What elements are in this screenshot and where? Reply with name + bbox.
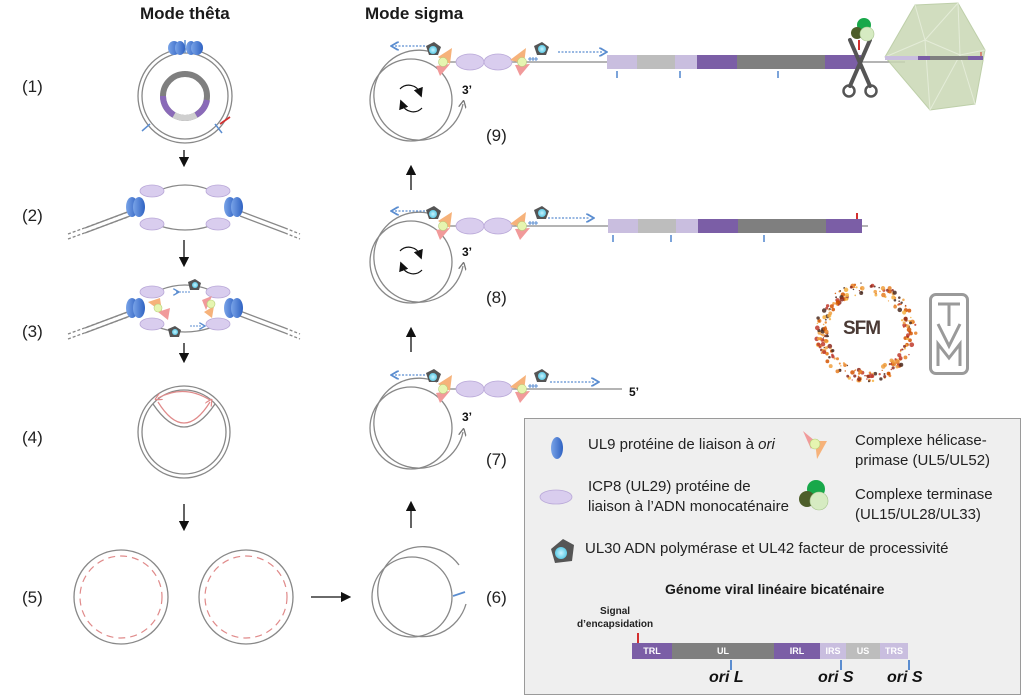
step-label-2: (2)	[22, 206, 43, 225]
step8-concatemer-strand	[608, 213, 862, 242]
strand-segment	[825, 55, 861, 69]
tvm-letter-m	[936, 339, 962, 366]
three-prime-label-7: 3’	[462, 410, 473, 424]
step6-nicked-circle	[371, 546, 467, 638]
three-prime-label-9: 3’	[462, 83, 473, 97]
three-prime-label-8: 3’	[462, 245, 473, 259]
scissors-icon	[842, 38, 878, 98]
polymerase-top	[188, 279, 201, 290]
icp8-icon	[455, 217, 485, 235]
strand-segment	[675, 55, 697, 69]
genome-segment-us: US	[846, 643, 880, 659]
strand-segment	[676, 219, 698, 233]
helicase-primase-icon	[803, 431, 827, 459]
legend-panel: UL9 protéine de liaison à ori ICP8 (UL29…	[524, 418, 1021, 695]
strand-segment	[607, 55, 637, 69]
strand-segment	[697, 55, 737, 69]
genome-title: Génome viral linéaire bicaténaire	[665, 581, 885, 597]
strand-segment	[698, 219, 738, 233]
replication-machinery	[426, 42, 549, 403]
legend-helicase: Complexe hélicase- primase (UL5/UL52)	[855, 432, 991, 469]
step-label-1: (1)	[22, 77, 43, 96]
step9-concatemer-strand	[607, 55, 861, 78]
primase-icon	[515, 64, 530, 76]
lavender-ellipse-icon	[539, 489, 573, 505]
primase-icon	[515, 228, 530, 240]
encapsidation-signal-marker	[637, 633, 639, 643]
step-label-6: (6)	[486, 588, 507, 607]
strand-segment	[738, 219, 826, 233]
tvm-logo	[929, 293, 969, 375]
step4-catenated-circles	[137, 385, 231, 479]
step-label-3: (3)	[22, 322, 43, 341]
icp8-icon	[455, 380, 485, 398]
ori-l-marker	[730, 660, 732, 670]
polymerase-bottom	[168, 326, 181, 337]
genome-segment-trl: TRL	[632, 643, 672, 659]
genome-segment-irs: IRS	[820, 643, 846, 659]
tvm-letter-t	[938, 302, 960, 326]
step-label-8: (8)	[486, 288, 507, 307]
primase-icon	[436, 391, 450, 403]
legend-ul30: UL30 ADN polymérase et UL42 facteur de p…	[585, 540, 949, 557]
five-prime-label-7: 5’	[629, 385, 640, 399]
strand-segment	[737, 55, 825, 69]
terminase-complex-icon	[851, 18, 875, 50]
blue-ellipse-icon	[551, 437, 563, 459]
terminase-legend-icon	[799, 480, 829, 511]
step2-replication-bubble	[67, 184, 301, 240]
theta-mode-title: Mode thêta	[140, 4, 230, 23]
sfm-logo-text: SFM	[843, 318, 881, 339]
genome-segment-trs: TRS	[880, 643, 908, 659]
encapsidation-signal-label: Signal d’encapsidation	[577, 606, 654, 630]
step3-replication-forks	[67, 279, 301, 340]
sfm-logo-ring	[814, 282, 918, 383]
ori-s-marker-2	[908, 660, 910, 670]
genome-segment-irl: IRL	[774, 643, 820, 659]
helicase-icon	[438, 375, 452, 391]
primase-icon	[515, 391, 530, 403]
icp8-icon	[483, 217, 513, 235]
step-label-4: (4)	[22, 428, 43, 447]
replication-fork	[426, 42, 549, 76]
legend-ul9: UL9 protéine de liaison à ori	[588, 436, 775, 453]
legend-icp8: ICP8 (UL29) protéine de liaison à l’ADN …	[588, 478, 789, 515]
primase-icon	[436, 64, 450, 76]
icp8-icon	[455, 53, 485, 71]
capsid-icon	[884, 2, 986, 111]
legend-terminase: Complexe terminase (UL15/UL28/UL33)	[855, 486, 993, 523]
ul9-protein-icon	[168, 41, 203, 55]
icp8-icon	[483, 380, 513, 398]
step1-circular-genome	[137, 40, 233, 144]
ori-s-label-2: ori S	[887, 669, 923, 686]
step5-daughter-circles	[73, 549, 294, 645]
sigma-mode-title: Mode sigma	[365, 4, 464, 23]
helicase-icon	[438, 48, 452, 64]
primase-icon	[436, 228, 450, 240]
ori-s-marker-1	[840, 660, 842, 670]
step-label-5: (5)	[22, 588, 43, 607]
polymerase-pentagon-icon	[551, 539, 574, 563]
replication-fork	[426, 206, 549, 240]
icp8-icon	[483, 53, 513, 71]
strand-segment	[826, 219, 862, 233]
strand-segment	[608, 219, 638, 233]
strand-segment	[637, 55, 675, 69]
ori-l-label: ori L	[709, 669, 744, 686]
strand-segment	[638, 219, 676, 233]
replication-fork	[426, 369, 549, 403]
ori-s-label-1: ori S	[818, 669, 854, 686]
step-label-7: (7)	[486, 450, 507, 469]
genome-segment-ul: UL	[672, 643, 774, 659]
step-label-9: (9)	[486, 126, 507, 145]
helicase-icon	[438, 212, 452, 228]
tvm-letter-v	[936, 323, 962, 350]
